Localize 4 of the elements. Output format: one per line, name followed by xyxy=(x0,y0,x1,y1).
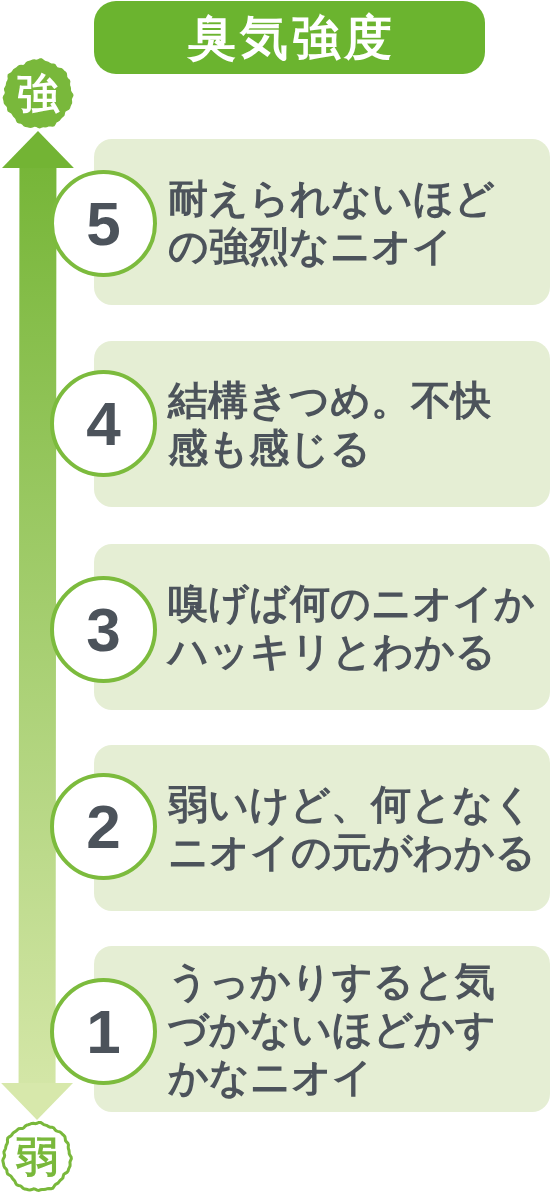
stamp-badge: 強 xyxy=(2,58,74,130)
stamp-badge: 弱 xyxy=(1,1121,73,1193)
title-banner: 臭気強度 xyxy=(94,1,485,74)
double-arrow xyxy=(1,131,74,1120)
